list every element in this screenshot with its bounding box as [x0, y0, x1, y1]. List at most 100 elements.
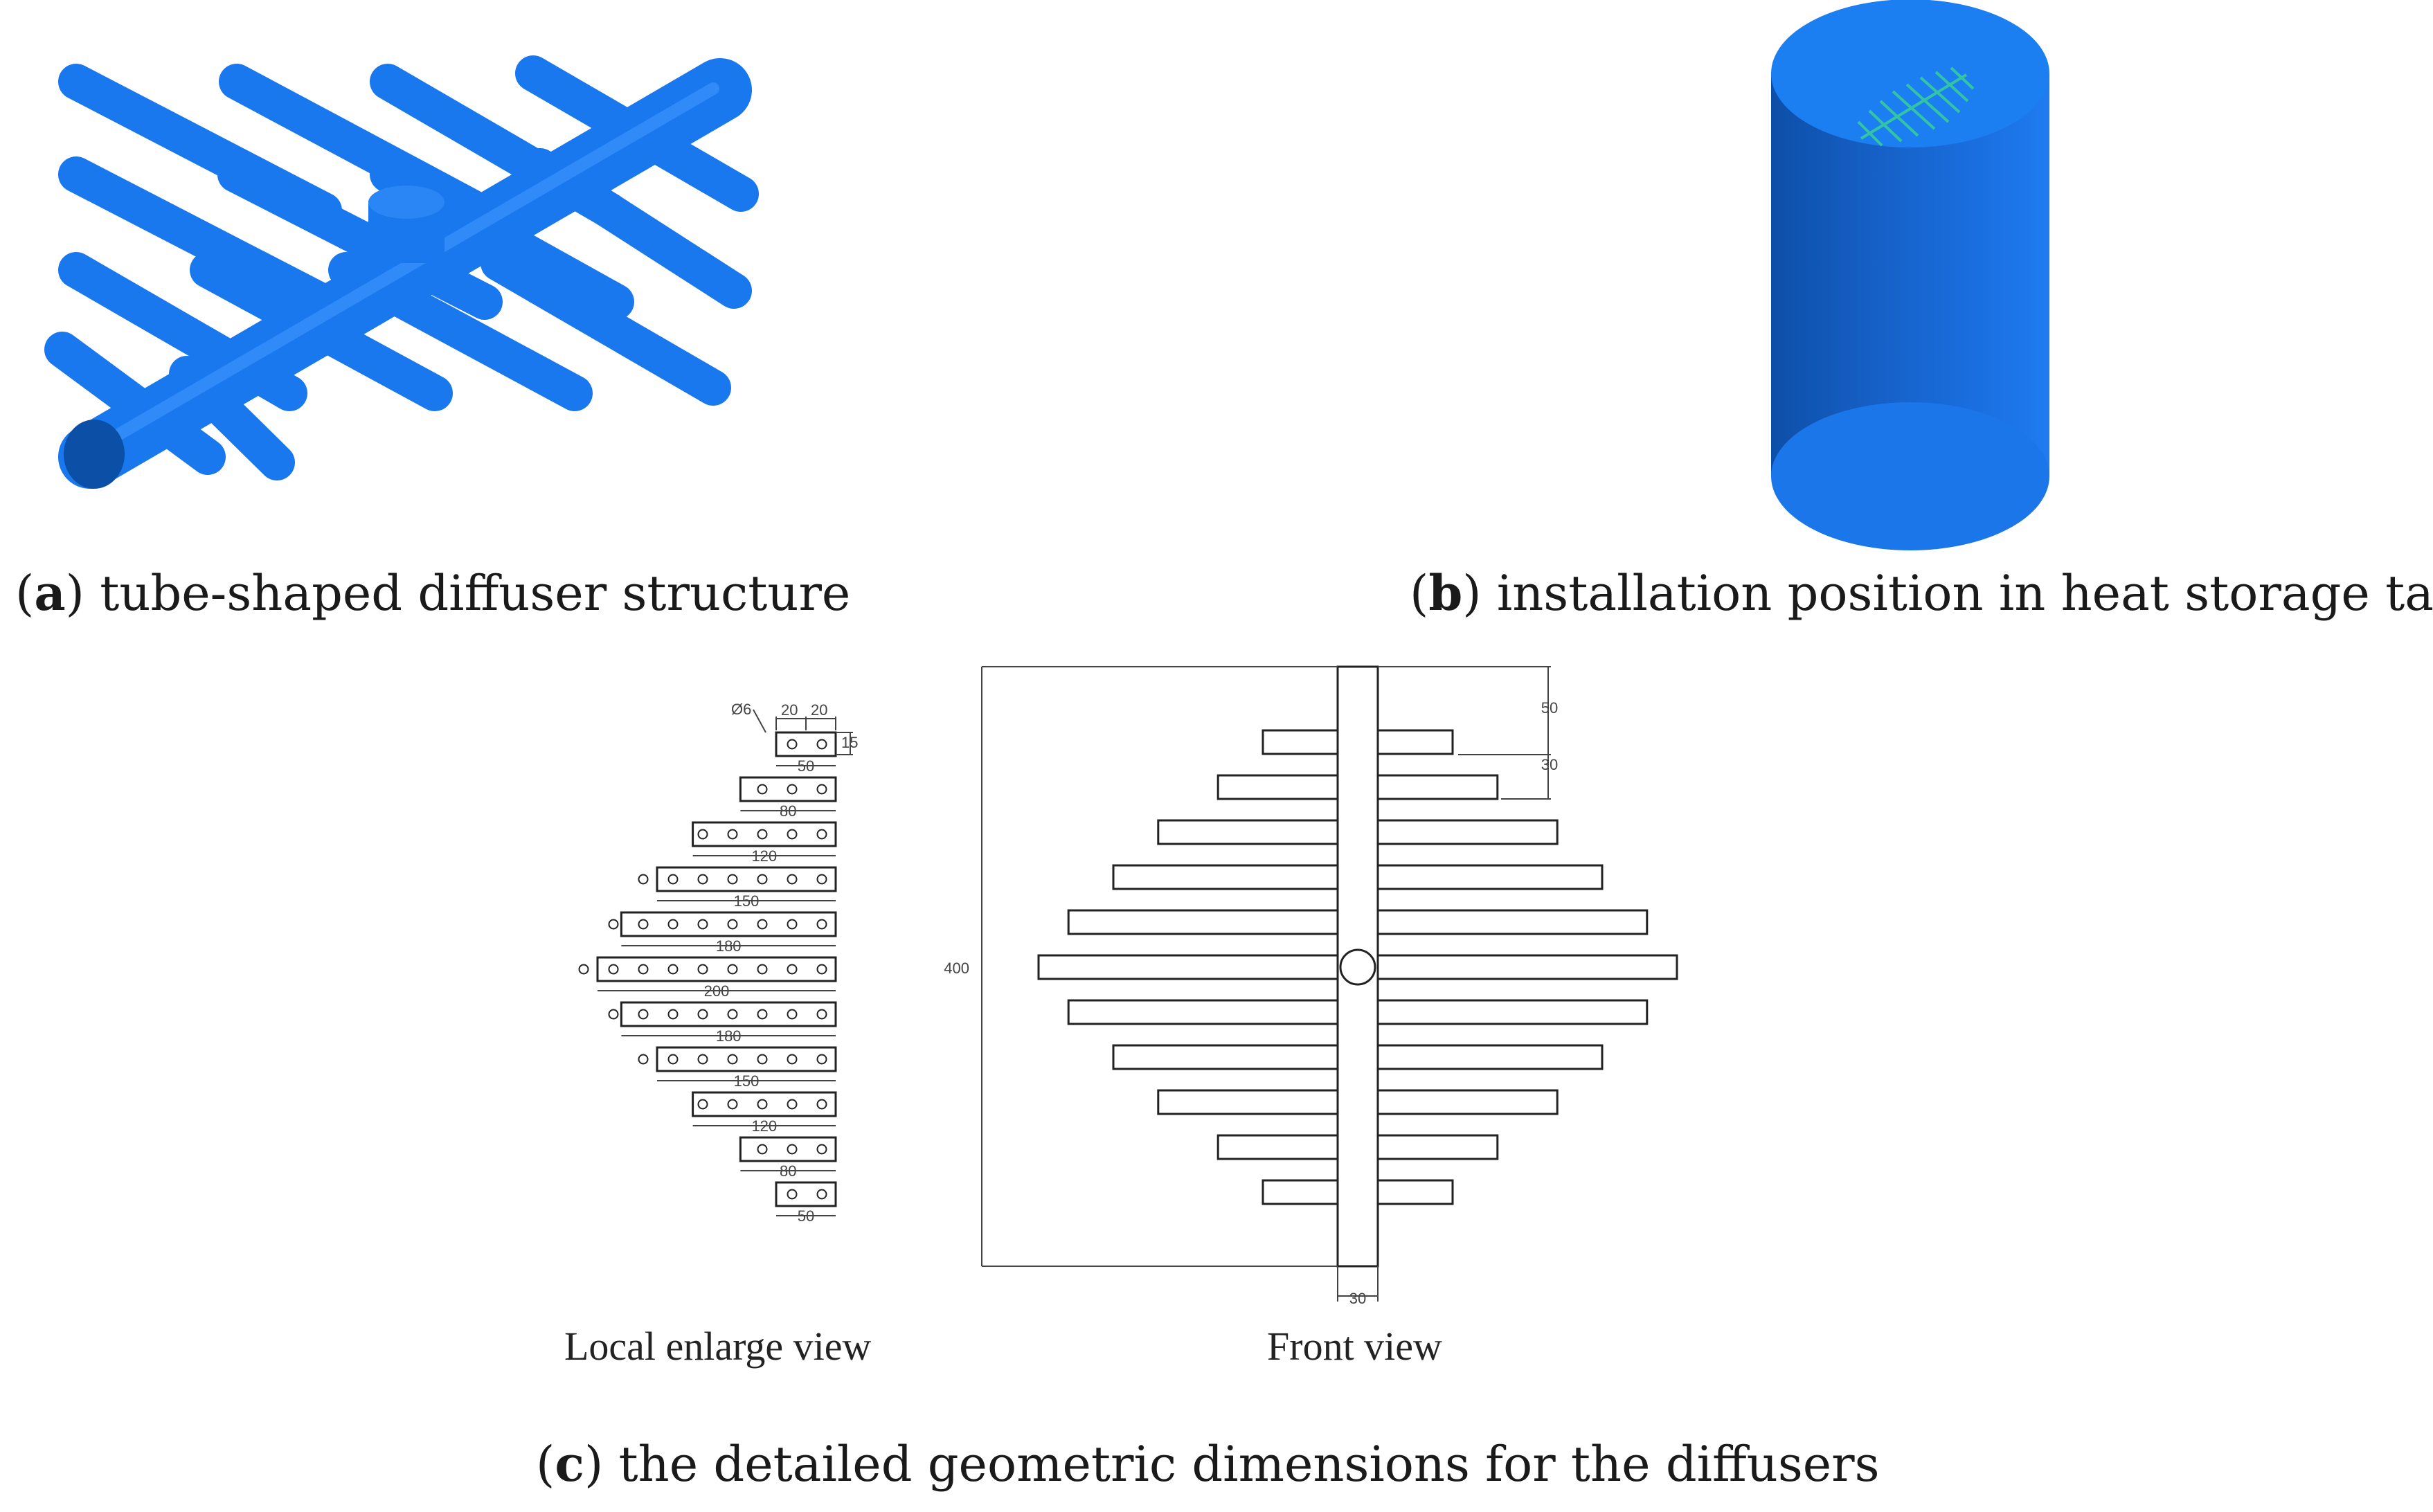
caption-b-text: installation position in heat storage ta…: [1496, 565, 2433, 622]
local-hole: [787, 1054, 798, 1065]
local-hole: [757, 1099, 768, 1110]
local-hole: [667, 964, 679, 975]
front-right-branch-3: [1376, 819, 1559, 845]
branch-pitch-label: 30: [1541, 756, 1558, 773]
branch-width-label: 15: [841, 734, 858, 751]
local-hole: [787, 1099, 798, 1110]
local-hole: [757, 964, 768, 975]
local-view-label: Local enlarge view: [564, 1324, 872, 1369]
caption-a-letter: a: [34, 564, 66, 622]
local-hole: [816, 739, 827, 750]
caption-b-letter: b: [1428, 564, 1463, 622]
local-branch-length-label: 150: [734, 892, 760, 910]
front-left-branch-4: [1112, 864, 1339, 890]
local-branch-length-label: 180: [716, 937, 742, 955]
local-hole: [578, 964, 589, 975]
hole-spacing-a-label: 20: [781, 701, 798, 719]
local-branch-length-label: 50: [798, 757, 814, 775]
branch-tube-12: [481, 245, 731, 406]
local-hole: [787, 919, 798, 930]
front-right-branch-4: [1376, 864, 1604, 890]
local-branch-4: [656, 866, 837, 892]
front-right-branch-2: [1376, 774, 1499, 800]
front-left-branch-8: [1112, 1044, 1339, 1070]
local-hole: [787, 1144, 798, 1155]
front-view: [1037, 665, 1678, 1268]
local-hole: [757, 874, 768, 885]
local-hole: [727, 1099, 738, 1110]
local-hole: [727, 829, 738, 840]
local-branch-length-label: 150: [734, 1072, 760, 1090]
front-right-branch-1: [1376, 729, 1454, 755]
local-hole: [608, 919, 619, 930]
local-hole: [727, 964, 738, 975]
local-hole: [727, 874, 738, 885]
local-hole: [697, 964, 708, 975]
local-hole: [727, 1054, 738, 1065]
front-left-branch-9: [1157, 1089, 1339, 1115]
local-hole: [787, 739, 798, 750]
local-hole: [697, 1054, 708, 1065]
local-branch-length-label: 80: [780, 1162, 796, 1180]
local-hole: [697, 874, 708, 885]
local-hole: [638, 964, 649, 975]
diffuser-3d-model: [44, 55, 759, 489]
hole-spacing-b-label: 20: [811, 701, 827, 719]
front-view-dimension-lines: [981, 666, 1551, 1302]
local-hole: [816, 964, 827, 975]
local-hole: [667, 919, 679, 930]
local-hole: [697, 919, 708, 930]
local-hole: [816, 829, 827, 840]
caption-a-text: tube-shaped diffuser structure: [100, 565, 851, 622]
local-hole: [816, 784, 827, 795]
tank-top-face: [1771, 0, 2049, 147]
tank-bottom-rim: [1771, 402, 2049, 550]
local-branch-length-label: 120: [751, 847, 777, 865]
local-hole: [608, 964, 619, 975]
installed-diffuser: [1857, 66, 1975, 147]
local-branch-8: [656, 1046, 837, 1072]
caption-a: (a) tube-shaped diffuser structure: [15, 564, 851, 622]
local-hole: [638, 1054, 649, 1065]
local-branch-6: [596, 956, 837, 982]
local-hole: [787, 829, 798, 840]
inlet-stub-top: [368, 186, 445, 219]
front-right-branch-11: [1376, 1179, 1454, 1205]
local-branch-3: [692, 821, 837, 847]
branch-tube-5: [58, 156, 341, 320]
caption-c-text: the detailed geometric dimensions for th…: [618, 1436, 1880, 1493]
local-hole: [816, 1054, 827, 1065]
outer-height-label: 400: [944, 960, 969, 977]
local-hole: [816, 1009, 827, 1020]
local-hole: [816, 1144, 827, 1155]
top-offset-label: 50: [1541, 699, 1558, 717]
front-left-branch-1: [1262, 729, 1339, 755]
local-hole: [638, 919, 649, 930]
local-branch-length-label: 180: [716, 1027, 742, 1045]
front-right-branch-6: [1376, 954, 1678, 980]
front-left-branch-11: [1262, 1179, 1339, 1205]
local-branch-9: [692, 1091, 837, 1117]
local-hole: [638, 1009, 649, 1020]
local-hole: [757, 919, 768, 930]
local-hole: [608, 1009, 619, 1020]
front-right-branch-7: [1376, 999, 1649, 1025]
local-hole: [697, 1009, 708, 1020]
front-left-branch-2: [1216, 774, 1339, 800]
local-hole: [757, 784, 768, 795]
front-left-branch-5: [1067, 909, 1339, 935]
local-hole: [667, 874, 679, 885]
local-hole: [787, 1189, 798, 1200]
front-right-branch-5: [1376, 909, 1649, 935]
local-hole: [787, 784, 798, 795]
hole-diameter-label: Ø6: [731, 701, 751, 718]
main-tube-highlight: [98, 82, 719, 449]
local-branch-length-label: 50: [798, 1207, 814, 1225]
local-hole: [697, 829, 708, 840]
front-left-branch-7: [1067, 999, 1339, 1025]
front-left-branch-6: [1037, 954, 1339, 980]
local-hole: [667, 1009, 679, 1020]
front-view-label: Front view: [1267, 1324, 1442, 1369]
